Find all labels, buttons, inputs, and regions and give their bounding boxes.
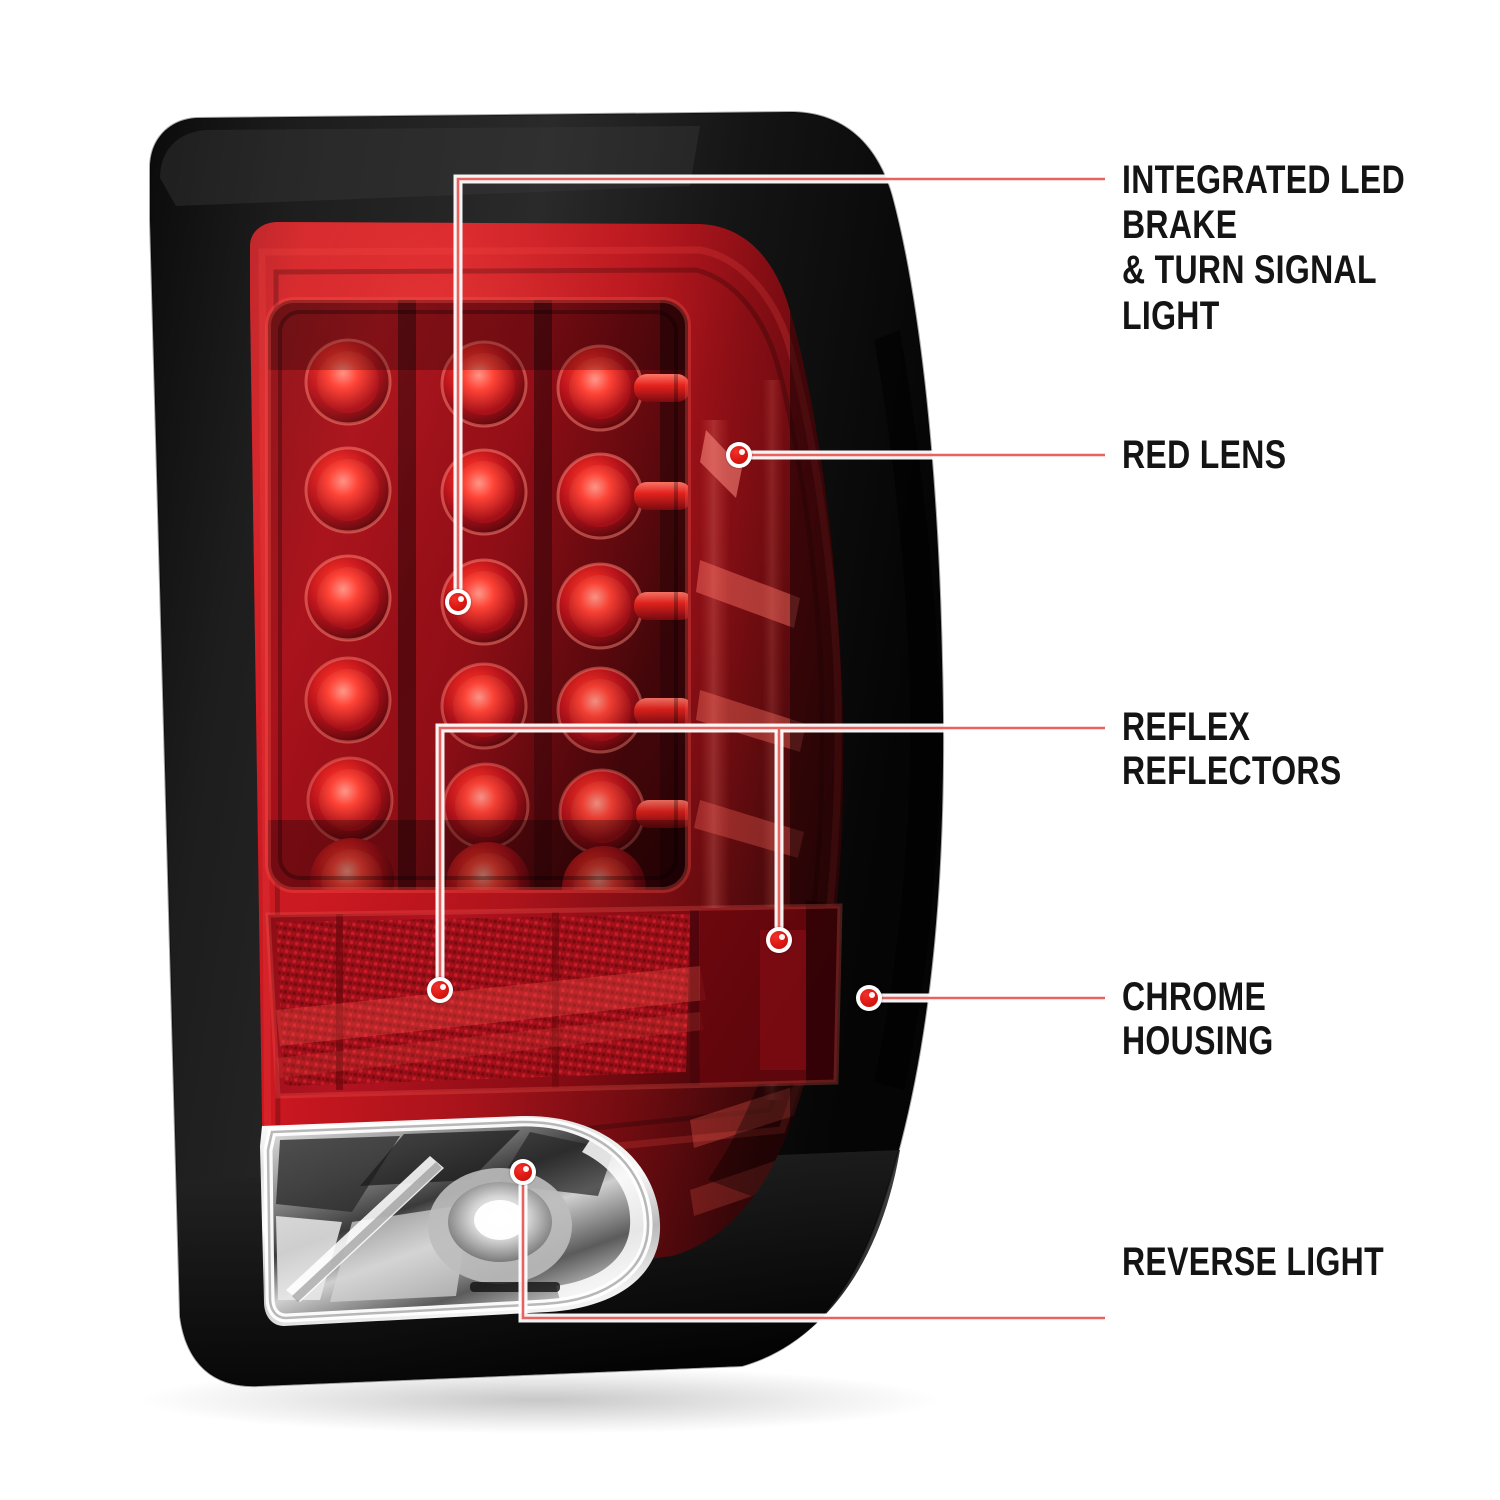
callout-label-chrome-housing: CHROME HOUSING [1122, 975, 1274, 1063]
marker-chrome-housing[interactable] [856, 985, 882, 1011]
leader-integrated-led-brake [453, 174, 1105, 602]
reverse-light-lamp [260, 1115, 661, 1326]
led-array-panel [268, 300, 688, 890]
leader-reflex-reflectors [435, 723, 1105, 990]
marker-reverse-light[interactable] [510, 1159, 536, 1185]
callout-label-reflex-reflectors: REFLEX REFLECTORS [1122, 705, 1342, 793]
marker-red-lens[interactable] [726, 442, 752, 468]
marker-reflex-reflectors-2[interactable] [766, 927, 792, 953]
callout-label-integrated-led-brake: INTEGRATED LED BRAKE & TURN SIGNAL LIGHT [1122, 158, 1405, 338]
reflex-reflector-band [268, 906, 840, 1096]
marker-reflex-reflectors-1[interactable] [427, 977, 453, 1003]
leader-reverse-light [518, 1172, 1105, 1323]
callout-label-reverse-light: REVERSE LIGHT [1122, 1240, 1384, 1284]
callout-label-red-lens: RED LENS [1122, 433, 1287, 477]
marker-integrated-led-brake[interactable] [445, 589, 471, 615]
